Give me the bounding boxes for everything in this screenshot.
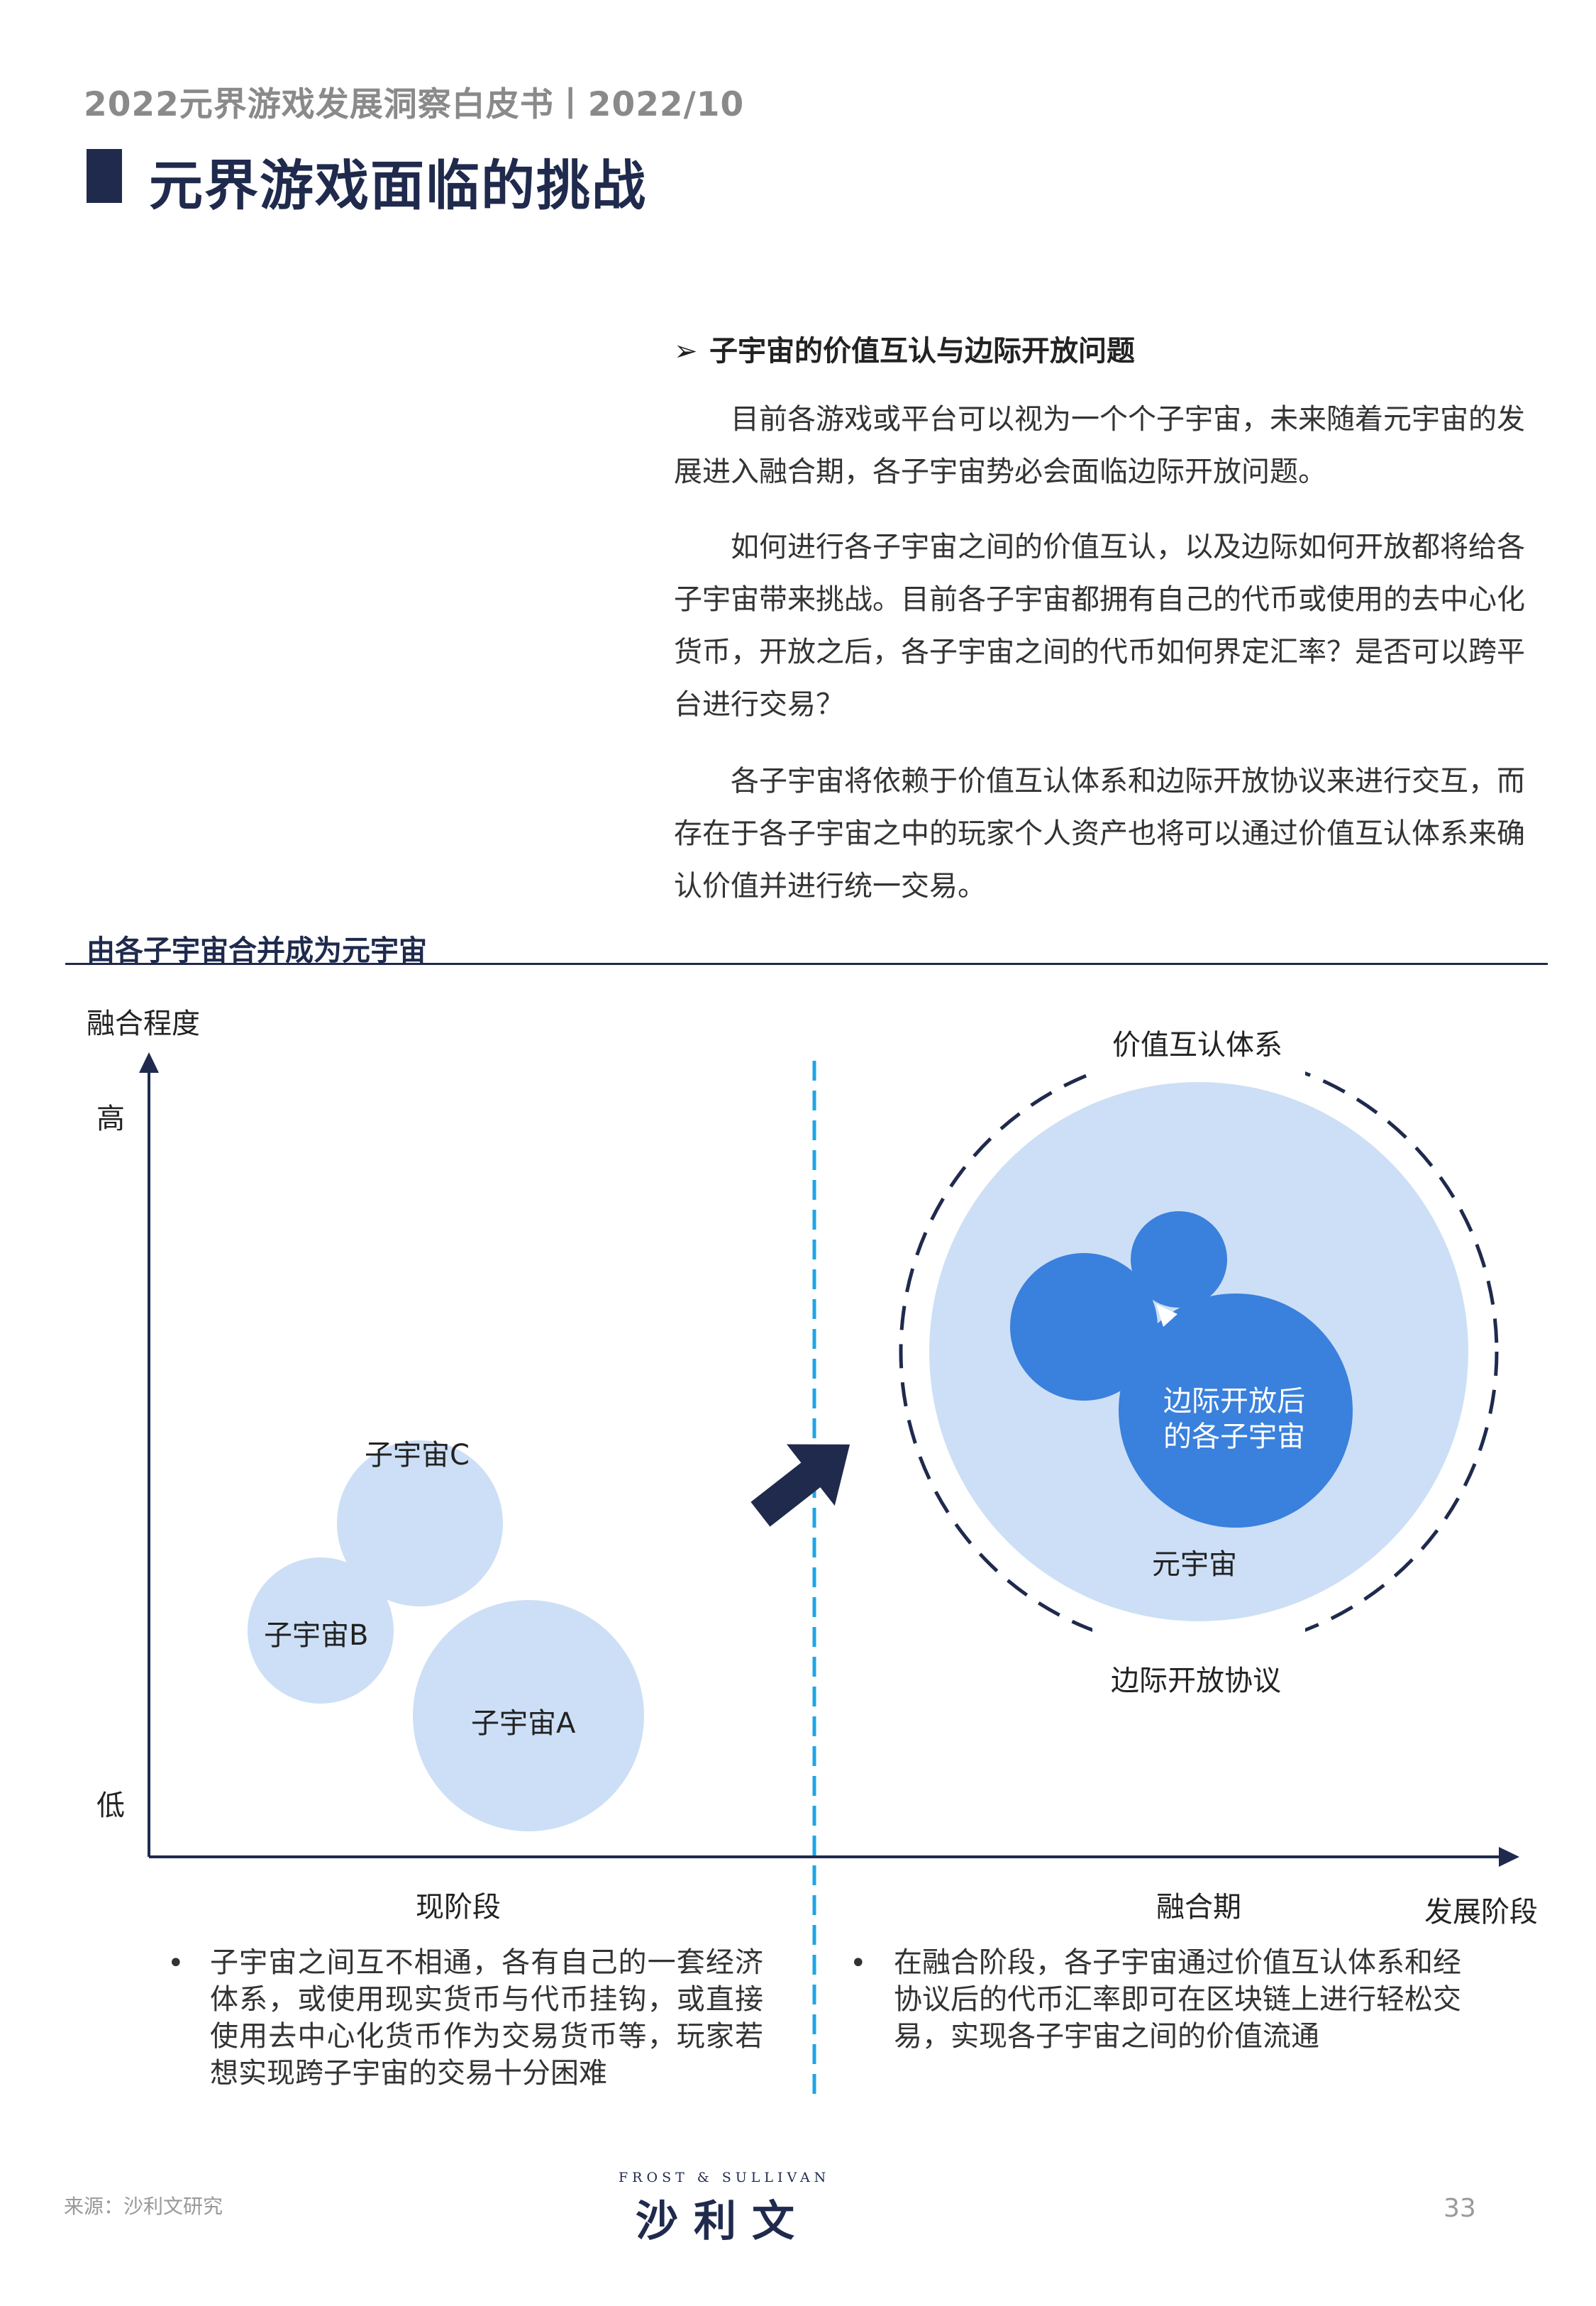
metaverse-label: 元宇宙 — [1152, 1548, 1237, 1581]
paragraph-1: 目前各游戏或平台可以视为一个个子宇宙，未来随着元宇宙的发展进入融合期，各子宇宙势… — [674, 403, 1525, 488]
paragraph-3: 各子宇宙将依赖于价值互认体系和边际开放协议来进行交互，而存在于各子宇宙之中的玩家… — [674, 765, 1525, 903]
merged-sub-universe-2 — [1131, 1211, 1227, 1308]
report-title: 2022元界游戏发展洞察白皮书丨2022/10 — [84, 85, 745, 124]
merged-sub-universe-1 — [1010, 1253, 1158, 1401]
right-note-bullet: • — [850, 1947, 867, 1980]
right-note: 在融合阶段，各子宇宙通过价值互认体系和经协议后的代币汇率即可在区块链上进行轻松交… — [894, 1946, 1461, 2053]
value-system-label: 价值互认体系 — [1112, 1029, 1282, 1061]
sub-universe-b-label: 子宇宙B — [264, 1619, 369, 1652]
figure-caption: 由各子宇宙合并成为元宇宙 — [87, 934, 427, 967]
left-note: 子宇宙之间互不相通，各有自己的一套经济体系，或使用现实货币与代币挂钩，或直接使用… — [210, 1946, 763, 2090]
open-protocol-label: 边际开放协议 — [1111, 1665, 1281, 1697]
ring-label-gap-bottom — [1092, 1621, 1305, 1671]
y-axis-low-label: 低 — [96, 1789, 125, 1822]
caption-divider — [65, 963, 1548, 965]
left-note-bullet: • — [167, 1947, 184, 1980]
section-heading: ➢ 子宇宙的价值互认与边际开放问题 — [674, 328, 1135, 369]
page-number: 33 — [1443, 2194, 1476, 2223]
merge-pointer-icon — [1156, 1304, 1177, 1327]
y-axis-arrow-icon — [139, 1052, 159, 1073]
merged-sub-universe-3 — [1119, 1293, 1353, 1528]
x-axis-arrow-icon — [1499, 1847, 1519, 1867]
y-axis-label: 融合程度 — [87, 1008, 200, 1040]
section-heading-text: 子宇宙的价值互认与边际开放问题 — [709, 335, 1135, 368]
merged-label-line-1: 边际开放后 — [1163, 1385, 1305, 1418]
sub-universe-a — [413, 1600, 644, 1831]
logo-wordmark-cn: 沙利文 — [636, 2197, 810, 2246]
paragraph-2: 如何进行各子宇宙之间的价值互认，以及边际如何开放都将给各子宇宙带来挑战。目前各子… — [674, 531, 1525, 721]
y-axis-high-label: 高 — [96, 1103, 125, 1135]
merged-label-line-2: 的各子宇宙 — [1163, 1420, 1305, 1453]
stage-fusion-label: 融合期 — [1156, 1891, 1241, 1924]
x-axis-label: 发展阶段 — [1424, 1896, 1538, 1929]
sub-universe-c — [337, 1440, 503, 1606]
sub-universe-c-label: 子宇宙C — [365, 1439, 470, 1472]
logo-wordmark-en: FROST & SULLIVAN — [619, 2170, 831, 2185]
sub-universe-a-label: 子宇宙A — [471, 1707, 576, 1740]
transition-arrow-icon — [750, 1444, 850, 1527]
stage-current-label: 现阶段 — [416, 1891, 501, 1924]
merge-diagram — [139, 1047, 1519, 2100]
arrow-bullet-icon: ➢ — [674, 335, 698, 368]
sub-universe-b — [248, 1557, 394, 1704]
page-title: 元界游戏面临的挑战 — [149, 154, 647, 217]
title-accent-bar — [87, 149, 122, 203]
source-note: 来源：沙利文研究 — [64, 2195, 223, 2218]
